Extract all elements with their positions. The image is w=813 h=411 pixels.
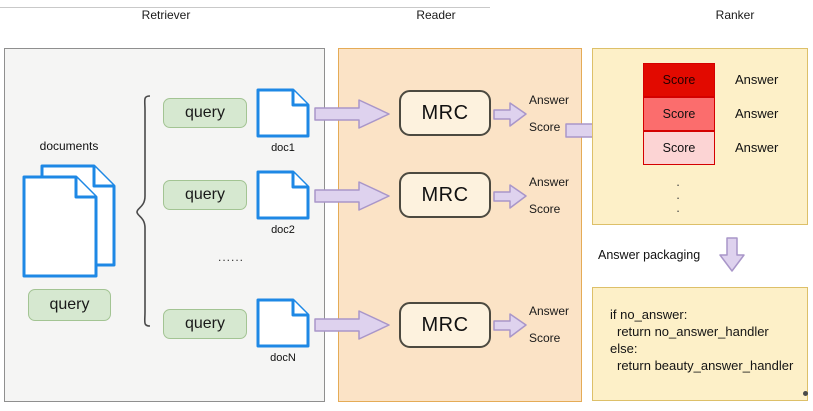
answer-label-2: Answer bbox=[529, 175, 570, 189]
code-line-else: else: bbox=[610, 341, 638, 356]
doc2-icon bbox=[256, 170, 310, 220]
score-cell-low: Score bbox=[643, 131, 715, 165]
arrow-mrc1-out-icon bbox=[493, 101, 528, 128]
main-query-chip: query bbox=[28, 289, 111, 321]
score-label-2: Score bbox=[529, 202, 561, 216]
mrc-box-3: MRC bbox=[399, 302, 491, 348]
code-line-return-beauty: return beauty_answer_handler bbox=[617, 358, 794, 373]
arrow-doc1-to-mrc-icon bbox=[314, 98, 391, 131]
query-chip-row1: query bbox=[163, 98, 247, 128]
ranker-answer-2: Answer bbox=[735, 106, 779, 121]
brace-icon bbox=[134, 94, 152, 328]
arrow-doc2-to-mrc-icon bbox=[314, 180, 391, 213]
query-chip-row3: query bbox=[163, 309, 247, 339]
dot: . bbox=[676, 174, 680, 189]
arrow-mrc3-out-icon bbox=[493, 312, 528, 339]
answer-packaging-label: Answer packaging bbox=[598, 248, 701, 262]
docN-icon bbox=[256, 298, 310, 348]
dot: . bbox=[676, 187, 680, 202]
score-label-1: Score bbox=[529, 120, 561, 134]
mrc-box-2: MRC bbox=[399, 172, 491, 218]
top-divider-line bbox=[0, 7, 490, 8]
doc1-label: doc1 bbox=[271, 142, 295, 154]
rows-ellipsis: ...... bbox=[218, 250, 245, 264]
ranker-answer-3: Answer bbox=[735, 140, 779, 155]
query-chip-row2: query bbox=[163, 180, 247, 210]
mrc-box-1: MRC bbox=[399, 90, 491, 136]
ranker-header: Ranker bbox=[715, 8, 755, 22]
documents-stack-front-icon bbox=[22, 175, 98, 278]
vertical-dots: . . . bbox=[674, 174, 682, 215]
documents-label: documents bbox=[39, 139, 99, 153]
reader-header: Reader bbox=[416, 8, 456, 22]
retriever-header: Retriever bbox=[141, 8, 191, 22]
score-label-3: Score bbox=[529, 331, 561, 345]
score-cell-mid: Score bbox=[643, 97, 715, 131]
arrow-docN-to-mrc-icon bbox=[314, 309, 391, 342]
answer-label-1: Answer bbox=[529, 93, 570, 107]
doc1-icon bbox=[256, 88, 310, 138]
arrow-mrc2-out-icon bbox=[493, 183, 528, 210]
ranker-answer-1: Answer bbox=[735, 72, 779, 87]
doc2-label: doc2 bbox=[271, 224, 295, 236]
code-line-if: if no_answer: bbox=[610, 307, 688, 322]
docN-label: docN bbox=[270, 352, 296, 364]
score-cell-high: Score bbox=[643, 63, 715, 97]
answer-packaging-panel bbox=[592, 287, 808, 401]
cursor-artifact bbox=[803, 391, 808, 396]
code-line-return-no-answer: return no_answer_handler bbox=[617, 324, 769, 339]
dot: . bbox=[676, 200, 680, 215]
answer-label-3: Answer bbox=[529, 304, 570, 318]
packaging-code-block: if no_answer: return no_answer_handler e… bbox=[610, 306, 800, 374]
arrow-down-packaging-icon bbox=[718, 237, 746, 273]
